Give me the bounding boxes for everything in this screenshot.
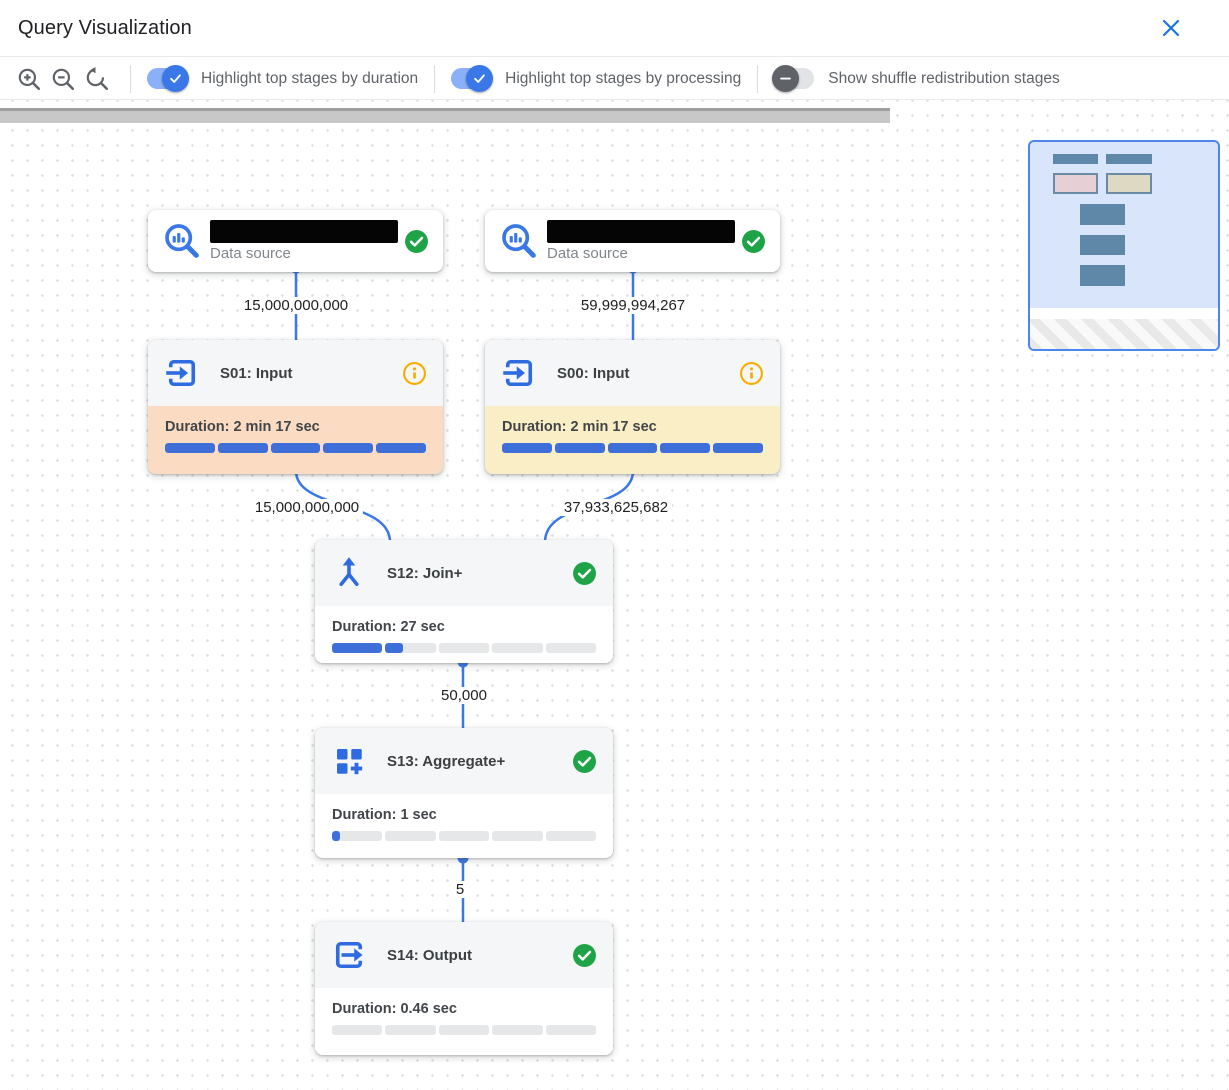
toggle-group-processing: Highlight top stages by processing [451,65,742,92]
highlight-duration-toggle[interactable] [147,65,189,92]
data-source-label: Data source [210,245,291,262]
close-icon[interactable] [1157,14,1185,42]
highlight-duration-label: Highlight top stages by duration [201,69,419,87]
stage-header: S14: Output [315,922,613,988]
stage-name: S14: Output [387,946,472,964]
stage-node-s14-output[interactable]: S14: Output Duration: 0.46 sec [315,922,613,1055]
info-icon[interactable] [739,361,764,386]
toolbar: Highlight top stages by duration Highlig… [0,58,1229,100]
data-source-node-1[interactable]: Data source [148,210,443,272]
zoom-out-icon[interactable] [46,62,80,96]
stage-duration-label: Duration: 2 min 17 sec [502,419,657,435]
toggle-minus-icon [772,65,800,92]
join-icon [331,555,367,591]
page-title: Query Visualization [18,16,192,39]
stage-node-s00-input[interactable]: S00: Input Duration: 2 min 17 sec [485,340,780,474]
stage-name: S00: Input [557,364,630,382]
complete-check-icon [572,943,597,968]
zoom-in-icon[interactable] [12,62,46,96]
titlebar: Query Visualization [0,0,1229,57]
minimap-node-highlight-processing [1106,173,1152,194]
show-shuffle-label: Show shuffle redistribution stages [828,69,1060,87]
stage-duration-label: Duration: 0.46 sec [332,1001,457,1017]
input-icon [164,355,200,391]
stage-duration-section: Duration: 0.46 sec [315,988,613,1055]
stage-node-s12-join[interactable]: S12: Join+ Duration: 27 sec [315,540,613,663]
toggle-check-icon [162,65,189,92]
toolbar-divider [130,64,131,93]
edge-row-count: 50,000 [437,687,491,704]
minimap-node [1080,265,1125,286]
stage-node-s01-input[interactable]: S01: Input Duration: 2 min 17 sec [148,340,443,474]
input-icon [501,355,537,391]
output-icon [331,937,367,973]
minimap-out-of-bounds-hatch [1030,319,1218,349]
data-source-label: Data source [547,245,628,262]
edge-row-count: 37,933,625,682 [559,499,673,516]
stage-progress-bar [165,443,426,453]
stage-progress-bar [502,443,763,453]
toggle-group-duration: Highlight top stages by duration [147,65,419,92]
stage-header: S12: Join+ [315,540,613,606]
bigquery-table-icon [162,221,202,261]
stage-progress-bar [332,1025,597,1035]
show-shuffle-toggle[interactable] [772,65,815,92]
complete-check-icon [741,229,766,254]
minimap-node [1080,204,1125,225]
minimap-empty-area [1030,308,1218,319]
stage-progress-bar [332,831,597,841]
stage-header: S01: Input [148,340,443,406]
stage-header: S00: Input [485,340,780,406]
edge-row-count: 15,000,000,000 [239,297,353,314]
data-source-node-2[interactable]: Data source [485,210,780,272]
toolbar-divider [757,64,759,93]
toggle-check-icon [466,65,494,92]
stage-duration-section: Duration: 27 sec [315,606,613,663]
minimap-node [1053,154,1098,164]
stage-node-s13-aggregate[interactable]: S13: Aggregate+ Duration: 1 sec [315,728,613,858]
stage-name: S12: Join+ [387,564,463,582]
zoom-reset-icon[interactable] [80,62,114,96]
stage-header: S13: Aggregate+ [315,728,613,794]
info-icon[interactable] [402,361,427,386]
bigquery-table-icon [499,221,539,261]
complete-check-icon [572,749,597,774]
stage-duration-label: Duration: 1 sec [332,807,437,823]
stage-duration-section: Duration: 2 min 17 sec [148,406,443,474]
stage-progress-bar [332,643,597,653]
aggregate-icon [331,743,367,779]
stage-duration-label: Duration: 27 sec [332,619,445,635]
minimap-node-highlight-duration [1053,173,1098,194]
edge-row-count: 59,999,994,267 [576,297,690,314]
minimap-node [1106,154,1152,164]
stage-duration-section: Duration: 2 min 17 sec [485,406,780,474]
toolbar-divider [434,64,436,93]
edge-row-count: 15,000,000,000 [250,499,364,516]
stage-name: S13: Aggregate+ [387,752,506,770]
stage-name: S01: Input [220,364,293,382]
complete-check-icon [572,561,597,586]
toggle-group-shuffle: Show shuffle redistribution stages [772,65,1060,92]
redacted-table-name [210,220,398,243]
complete-check-icon [404,229,429,254]
stage-duration-section: Duration: 1 sec [315,794,613,858]
minimap-node [1080,235,1125,255]
graph-minimap[interactable] [1028,140,1220,351]
stage-duration-label: Duration: 2 min 17 sec [165,419,320,435]
horizontal-scrollbar[interactable] [0,108,890,123]
highlight-processing-toggle[interactable] [451,65,494,92]
highlight-processing-label: Highlight top stages by processing [505,69,742,87]
redacted-table-name [547,220,735,243]
edge-row-count: 5 [451,881,469,898]
